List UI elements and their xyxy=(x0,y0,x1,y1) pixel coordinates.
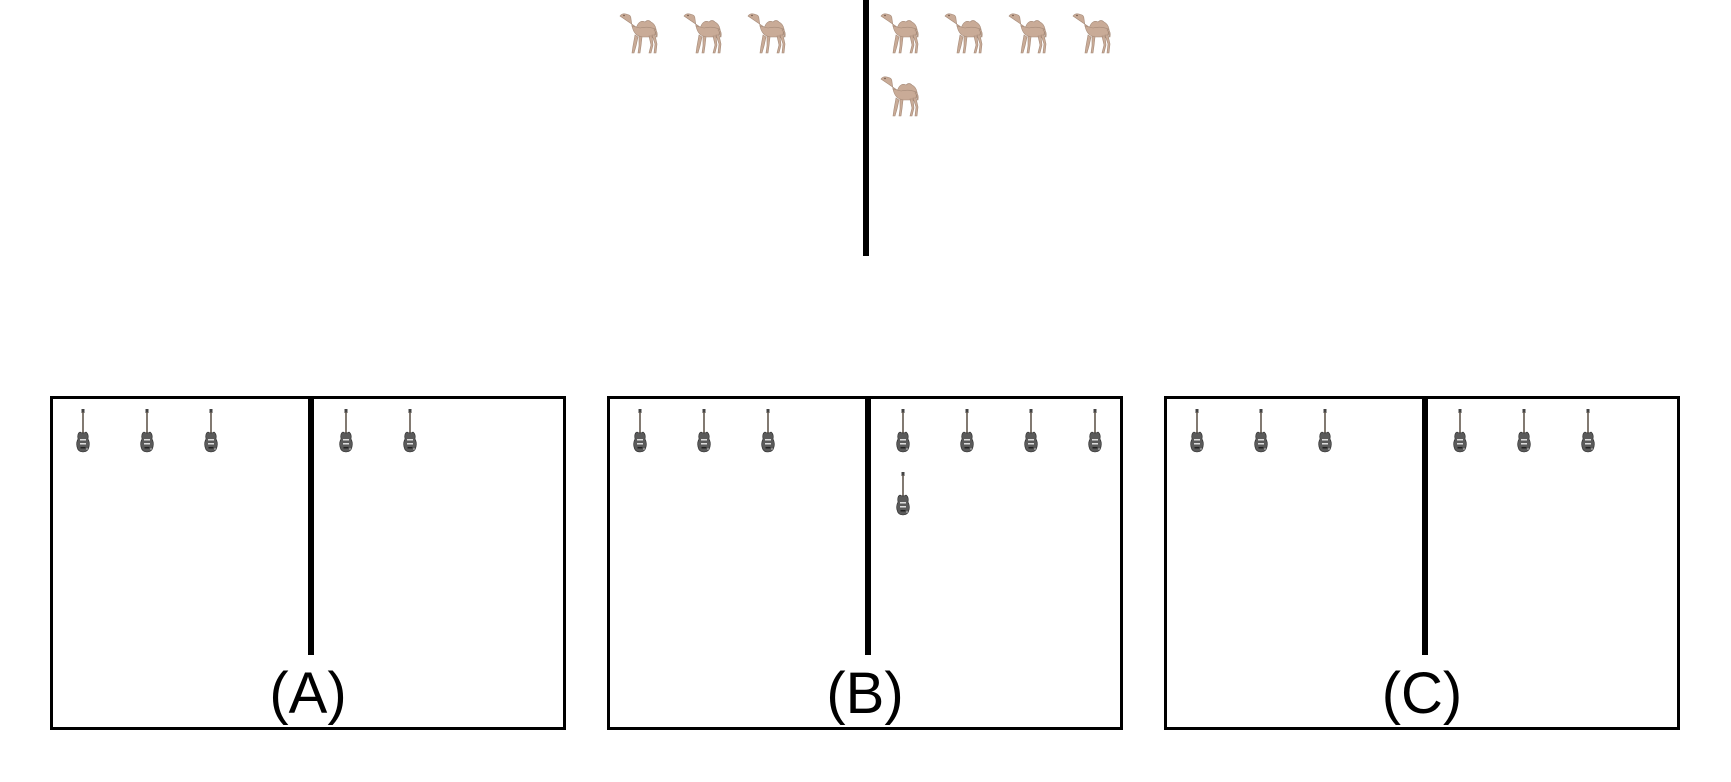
guitar-icon xyxy=(1452,409,1468,453)
option-b-divider-line xyxy=(865,399,871,655)
guitar-icon xyxy=(696,409,712,453)
camel-icon xyxy=(879,10,921,54)
top-divider-line xyxy=(863,0,869,256)
option-panel-a[interactable]: (A) xyxy=(50,396,566,730)
guitar-icon xyxy=(632,409,648,453)
guitar-icon xyxy=(203,409,219,453)
guitar-icon xyxy=(1087,409,1103,453)
guitar-icon xyxy=(75,409,91,453)
guitar-icon xyxy=(1580,409,1596,453)
camel-icon xyxy=(618,10,660,54)
guitar-icon xyxy=(139,409,155,453)
camel-icon xyxy=(682,10,724,54)
guitar-icon xyxy=(338,409,354,453)
option-panel-c[interactable]: (C) xyxy=(1164,396,1680,730)
guitar-icon xyxy=(760,409,776,453)
guitar-icon xyxy=(959,409,975,453)
option-c-divider-line xyxy=(1422,399,1428,655)
camel-icon xyxy=(1071,10,1113,54)
option-a-divider-line xyxy=(308,399,314,655)
camel-icon xyxy=(943,10,985,54)
option-panel-b[interactable]: (B) xyxy=(607,396,1123,730)
guitar-icon xyxy=(402,409,418,453)
camel-icon xyxy=(746,10,788,54)
guitar-icon xyxy=(895,472,911,516)
guitar-icon xyxy=(1023,409,1039,453)
guitar-icon xyxy=(1189,409,1205,453)
option-b-label: (B) xyxy=(826,661,904,726)
guitar-icon xyxy=(895,409,911,453)
option-c-label: (C) xyxy=(1381,661,1463,726)
guitar-icon xyxy=(1516,409,1532,453)
camel-icon xyxy=(1007,10,1049,54)
guitar-icon xyxy=(1317,409,1333,453)
guitar-icon xyxy=(1253,409,1269,453)
option-a-label: (A) xyxy=(269,661,347,726)
camel-icon xyxy=(879,73,921,117)
